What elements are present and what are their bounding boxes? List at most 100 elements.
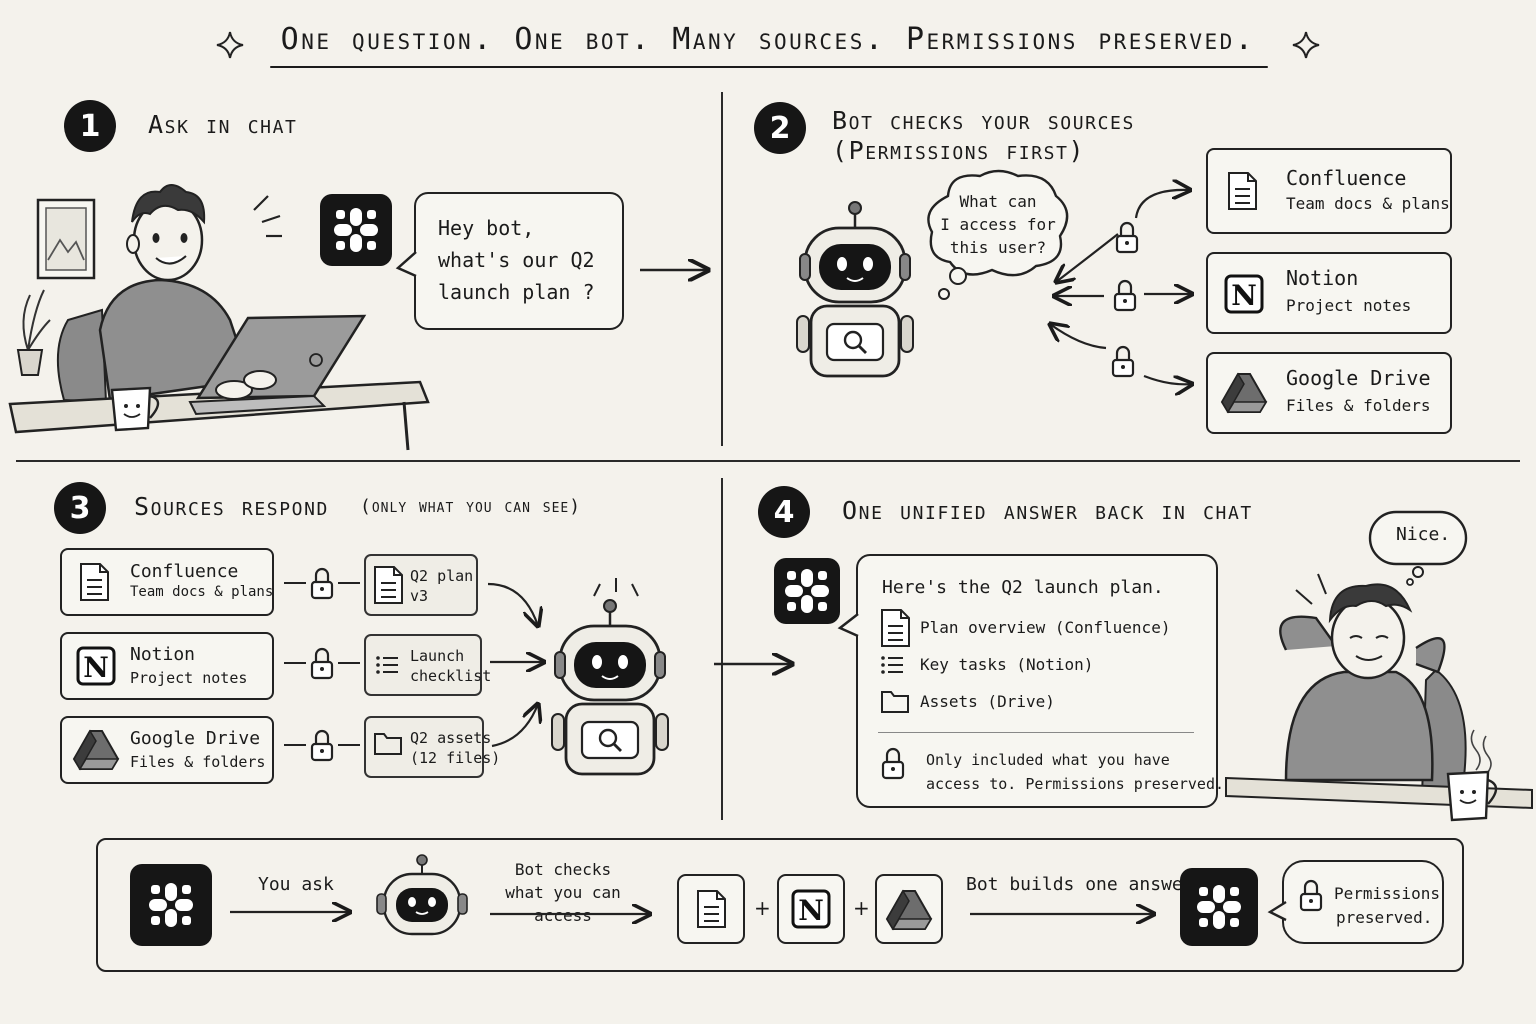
results-to-robot-arrows — [487, 582, 564, 748]
thought-line: What can — [959, 192, 1037, 211]
plus-icon: + — [754, 896, 771, 920]
google-drive-icon — [886, 890, 932, 930]
lock-connector — [284, 647, 360, 680]
thought-bubble-shape — [927, 169, 1069, 300]
result-line: Launch — [410, 647, 465, 665]
result-line: (12 files) — [410, 749, 501, 767]
robot-icon — [376, 854, 468, 936]
summary-you-ask: You ask — [258, 874, 334, 895]
step-3-number: 3 — [54, 482, 106, 534]
folder-icon — [374, 733, 402, 755]
page-title: One question. One bot. Many sources. Per… — [280, 22, 1256, 57]
notion-icon — [1224, 274, 1264, 314]
document-icon — [374, 566, 403, 604]
bubble-tail — [1267, 900, 1287, 922]
step-4-number: 4 — [758, 486, 810, 538]
lock-icon — [1113, 279, 1137, 312]
source-name: Notion — [130, 644, 196, 665]
document-icon — [80, 563, 109, 601]
bubble-line: launch plan ? — [438, 280, 595, 304]
source-name: Notion — [1286, 266, 1359, 290]
step-3-title: Sources respond — [134, 492, 329, 521]
sparkle-icon — [1292, 31, 1320, 59]
source-card-drive-text: Google Drive Files & folders — [1286, 366, 1431, 415]
source-card-notion-text: Notion Project notes — [130, 644, 247, 687]
document-icon — [697, 890, 726, 928]
permission-check-arrows — [1040, 176, 1210, 396]
list-icon — [880, 655, 904, 675]
result-card-text: Q2 assets (12 files) — [410, 728, 500, 768]
google-drive-icon — [1221, 373, 1267, 413]
source-name: Google Drive — [130, 728, 261, 749]
source-card-notion-text: Notion Project notes — [1286, 266, 1411, 315]
source-name: Confluence — [1286, 166, 1407, 190]
answer-item-assets[interactable]: Assets (Drive) — [920, 692, 1055, 711]
step-1-number: 1 — [64, 100, 116, 152]
answer-bubble — [856, 554, 1218, 808]
bubble-line: what's our Q2 — [438, 248, 595, 272]
source-card-google-drive[interactable] — [60, 716, 274, 784]
source-name: Google Drive — [1286, 366, 1431, 390]
arrow-icon — [230, 900, 358, 924]
notion-icon — [76, 646, 116, 686]
reaction-bubble-shape — [1368, 510, 1468, 586]
slack-icon[interactable] — [774, 558, 840, 624]
source-sub: Project notes — [1286, 296, 1412, 315]
source-sub: Files & folders — [130, 753, 266, 771]
lock-connector — [284, 567, 360, 600]
divider-vertical-top — [721, 92, 723, 446]
slack-icon[interactable] — [1180, 868, 1258, 946]
arrow-icon — [970, 902, 1162, 926]
thought-line: this user? — [949, 238, 1047, 257]
answer-heading: Here's the Q2 launch plan. — [882, 577, 1164, 598]
list-icon — [375, 655, 399, 675]
result-line: Q2 plan — [410, 567, 474, 585]
bubble-line: Hey bot, — [438, 216, 535, 240]
answer-note-line: Only included what you have — [926, 751, 1170, 769]
source-card-confluence-text: Confluence Team docs & plans — [130, 561, 273, 600]
lock-icon — [1299, 879, 1323, 912]
document-icon — [1228, 172, 1257, 210]
robot-illustration — [550, 578, 670, 776]
title-underline — [270, 66, 1268, 68]
arrow-step3-to-step4 — [714, 652, 800, 676]
bubble-tail — [395, 251, 417, 278]
summary-permissions-line: Permissions — [1334, 884, 1440, 903]
answer-item-plan-overview[interactable]: Plan overview (Confluence) — [920, 618, 1171, 637]
summary-permissions-text: Permissions preserved. — [1334, 882, 1440, 930]
folder-icon — [881, 691, 909, 713]
source-sub: Project notes — [130, 669, 248, 687]
step-3-title-note: (only what you can see) — [360, 496, 582, 517]
result-card-text: Q2 plan v3 — [410, 566, 473, 606]
reaction-text: Nice. — [1396, 524, 1451, 545]
source-name: Confluence — [130, 561, 239, 582]
answer-divider — [878, 732, 1194, 733]
step-2-title-line1: Bot checks your sources — [832, 106, 1135, 135]
arrow-icon — [490, 902, 658, 926]
person-at-laptop-illustration — [8, 184, 430, 451]
relaxed-person-illustration — [1225, 573, 1533, 822]
summary-bot-checks: Bot checks what you can access — [478, 858, 648, 927]
summary-permissions-line: preserved. — [1336, 908, 1433, 927]
answer-item-key-tasks[interactable]: Key tasks (Notion) — [920, 655, 1094, 674]
summary-bot-checks-line: what you can access — [505, 883, 621, 925]
source-card-drive-text: Google Drive Files & folders — [130, 728, 265, 771]
plus-icon: + — [853, 896, 870, 920]
summary-builds: Bot builds one answer — [966, 874, 1194, 895]
lock-icon — [881, 747, 905, 780]
source-sub: Team docs & plans — [130, 584, 274, 600]
source-sub: Team docs & plans — [1286, 194, 1450, 213]
thought-line: I access for — [940, 215, 1056, 234]
result-card-q2-assets[interactable] — [364, 716, 484, 778]
source-sub: Files & folders — [1286, 396, 1431, 415]
slack-icon[interactable] — [320, 194, 392, 266]
sparkle-icon — [216, 31, 244, 59]
divider-vertical-bottom — [721, 478, 723, 820]
step-1-title: Ask in chat — [148, 110, 298, 139]
slack-icon[interactable] — [130, 864, 212, 946]
result-line: v3 — [410, 587, 429, 605]
lock-connector — [284, 729, 360, 762]
source-card-confluence-text: Confluence Team docs & plans — [1286, 166, 1450, 213]
step-2-number: 2 — [754, 102, 806, 154]
lock-icon — [1111, 345, 1135, 378]
